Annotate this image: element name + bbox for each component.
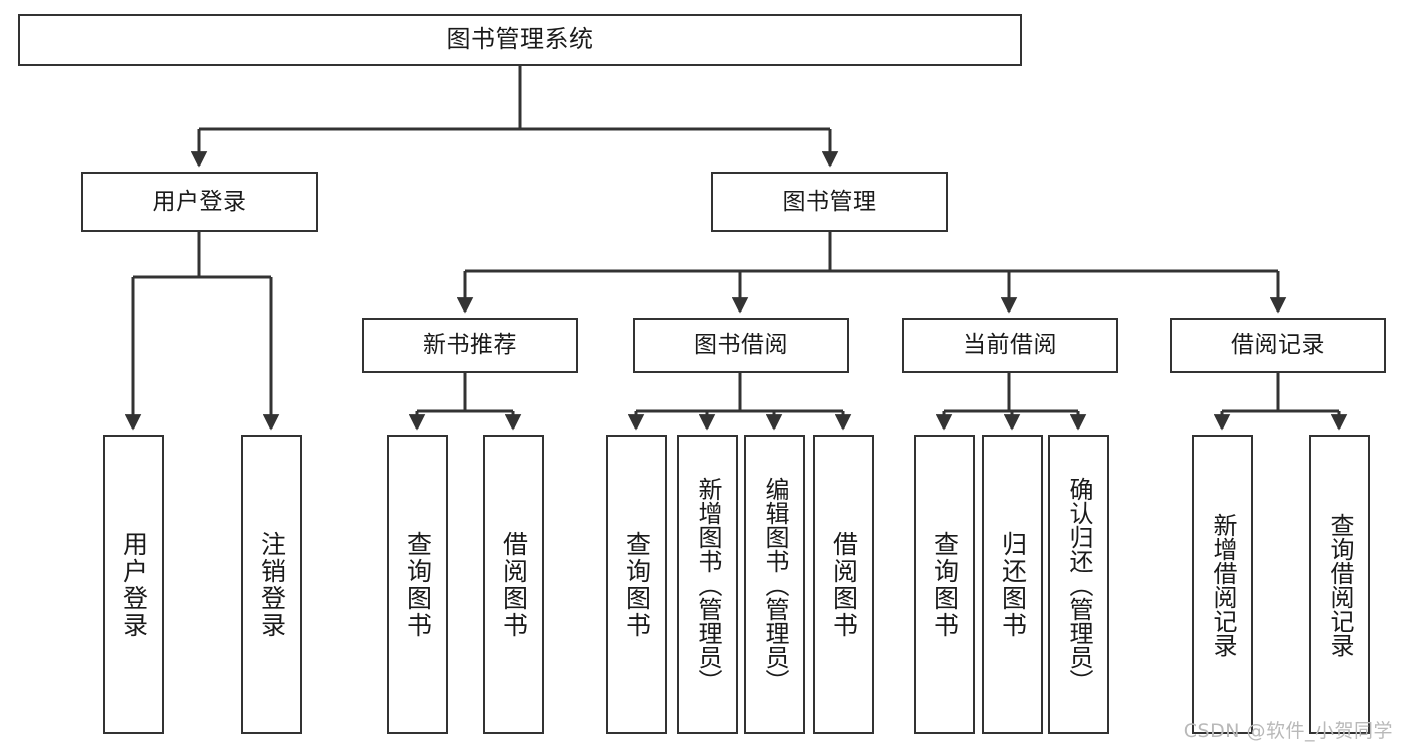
leaf-edit-book-admin[interactable]: 编辑图书（管理员） xyxy=(744,435,805,734)
node-label: 借阅记录 xyxy=(1231,332,1325,359)
node-book-management[interactable]: 图书管理 xyxy=(711,172,948,232)
node-label: 查询图书 xyxy=(622,530,652,639)
leaf-return-books[interactable]: 归还图书 xyxy=(982,435,1043,734)
leaf-logout[interactable]: 注销登录 xyxy=(241,435,302,734)
node-label: 图书借阅 xyxy=(694,332,788,359)
node-label: 确认归还（管理员） xyxy=(1064,476,1093,693)
node-label: 用户登录 xyxy=(119,530,149,639)
node-root-book-management-system[interactable]: 图书管理系统 xyxy=(18,14,1022,66)
node-user-login[interactable]: 用户登录 xyxy=(81,172,318,232)
node-label: 借阅图书 xyxy=(499,530,529,639)
node-label: 注销登录 xyxy=(257,530,287,639)
leaf-borrow-books[interactable]: 借阅图书 xyxy=(813,435,874,734)
leaf-query-books-borrow[interactable]: 查询图书 xyxy=(606,435,667,734)
node-label: 图书管理 xyxy=(782,188,877,215)
node-label: 查询图书 xyxy=(403,530,433,639)
node-book-borrowing[interactable]: 图书借阅 xyxy=(633,318,849,373)
leaf-confirm-return-admin[interactable]: 确认归还（管理员） xyxy=(1048,435,1109,734)
node-label: 用户登录 xyxy=(152,188,247,215)
leaf-borrow-books-recommend[interactable]: 借阅图书 xyxy=(483,435,544,734)
leaf-user-login[interactable]: 用户登录 xyxy=(103,435,164,734)
node-current-borrowing[interactable]: 当前借阅 xyxy=(902,318,1118,373)
node-label: 新书推荐 xyxy=(423,332,517,359)
node-label: 当前借阅 xyxy=(963,332,1057,359)
node-borrow-records[interactable]: 借阅记录 xyxy=(1170,318,1386,373)
leaf-add-borrow-record[interactable]: 新增借阅记录 xyxy=(1192,435,1253,734)
leaf-query-borrow-record[interactable]: 查询借阅记录 xyxy=(1309,435,1370,734)
leaf-query-books-recommend[interactable]: 查询图书 xyxy=(387,435,448,734)
node-label: 新增图书（管理员） xyxy=(693,476,722,693)
leaf-add-book-admin[interactable]: 新增图书（管理员） xyxy=(677,435,738,734)
watermark: CSDN @软件_小贺同学 xyxy=(1183,720,1393,742)
node-label: 编辑图书（管理员） xyxy=(760,476,789,693)
node-label: 借阅图书 xyxy=(829,530,859,639)
leaf-query-books-current[interactable]: 查询图书 xyxy=(914,435,975,734)
node-label: 归还图书 xyxy=(998,530,1028,639)
node-label: 图书管理系统 xyxy=(446,25,594,54)
node-new-book-recommendation[interactable]: 新书推荐 xyxy=(362,318,578,373)
node-label: 查询借阅记录 xyxy=(1325,512,1354,657)
node-label: 新增借阅记录 xyxy=(1208,512,1237,657)
node-label: 查询图书 xyxy=(930,530,960,639)
